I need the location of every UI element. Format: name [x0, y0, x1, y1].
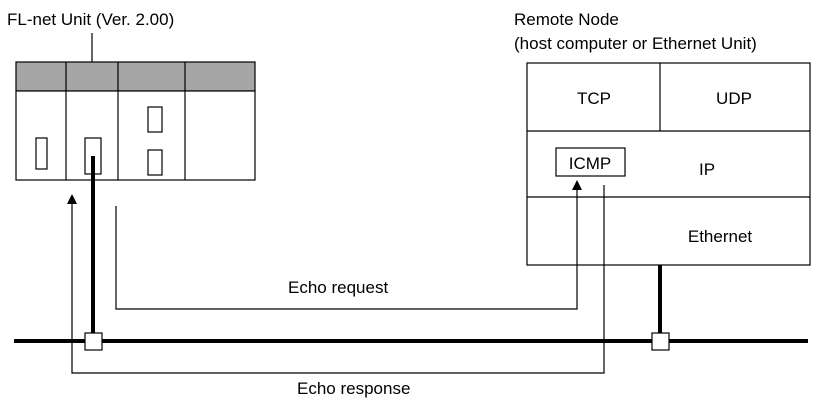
remote-node-subtitle: (host computer or Ethernet Unit)	[514, 34, 757, 53]
network-tap	[651, 332, 670, 351]
ip-layer-label: IP	[699, 160, 715, 179]
echo-response-arrow	[67, 185, 605, 374]
remote-node-stack: TCP UDP ICMP IP Ethernet	[526, 62, 811, 266]
ethernet-layer-label: Ethernet	[688, 227, 753, 246]
echo-response-label: Echo response	[297, 379, 410, 398]
fl-net-unit-label: FL-net Unit (Ver. 2.00)	[7, 10, 174, 29]
plc-indicator-slot-1	[35, 137, 48, 170]
remote-node-title: Remote Node	[514, 10, 619, 29]
network-tap	[84, 332, 103, 351]
plc-rack-body	[15, 90, 256, 181]
udp-layer-label: UDP	[716, 89, 752, 108]
plc-indicator-slot-3-bottom	[147, 149, 163, 176]
echo-request-arrow	[115, 180, 582, 310]
icmp-box	[555, 147, 626, 177]
tcp-layer-label: TCP	[577, 89, 611, 108]
plc-rack-header	[15, 61, 256, 92]
icmp-layer-label: ICMP	[569, 154, 612, 173]
plc-indicator-slot-3-top	[147, 106, 163, 133]
plc-rack	[15, 61, 256, 181]
echo-request-label: Echo request	[288, 278, 388, 297]
